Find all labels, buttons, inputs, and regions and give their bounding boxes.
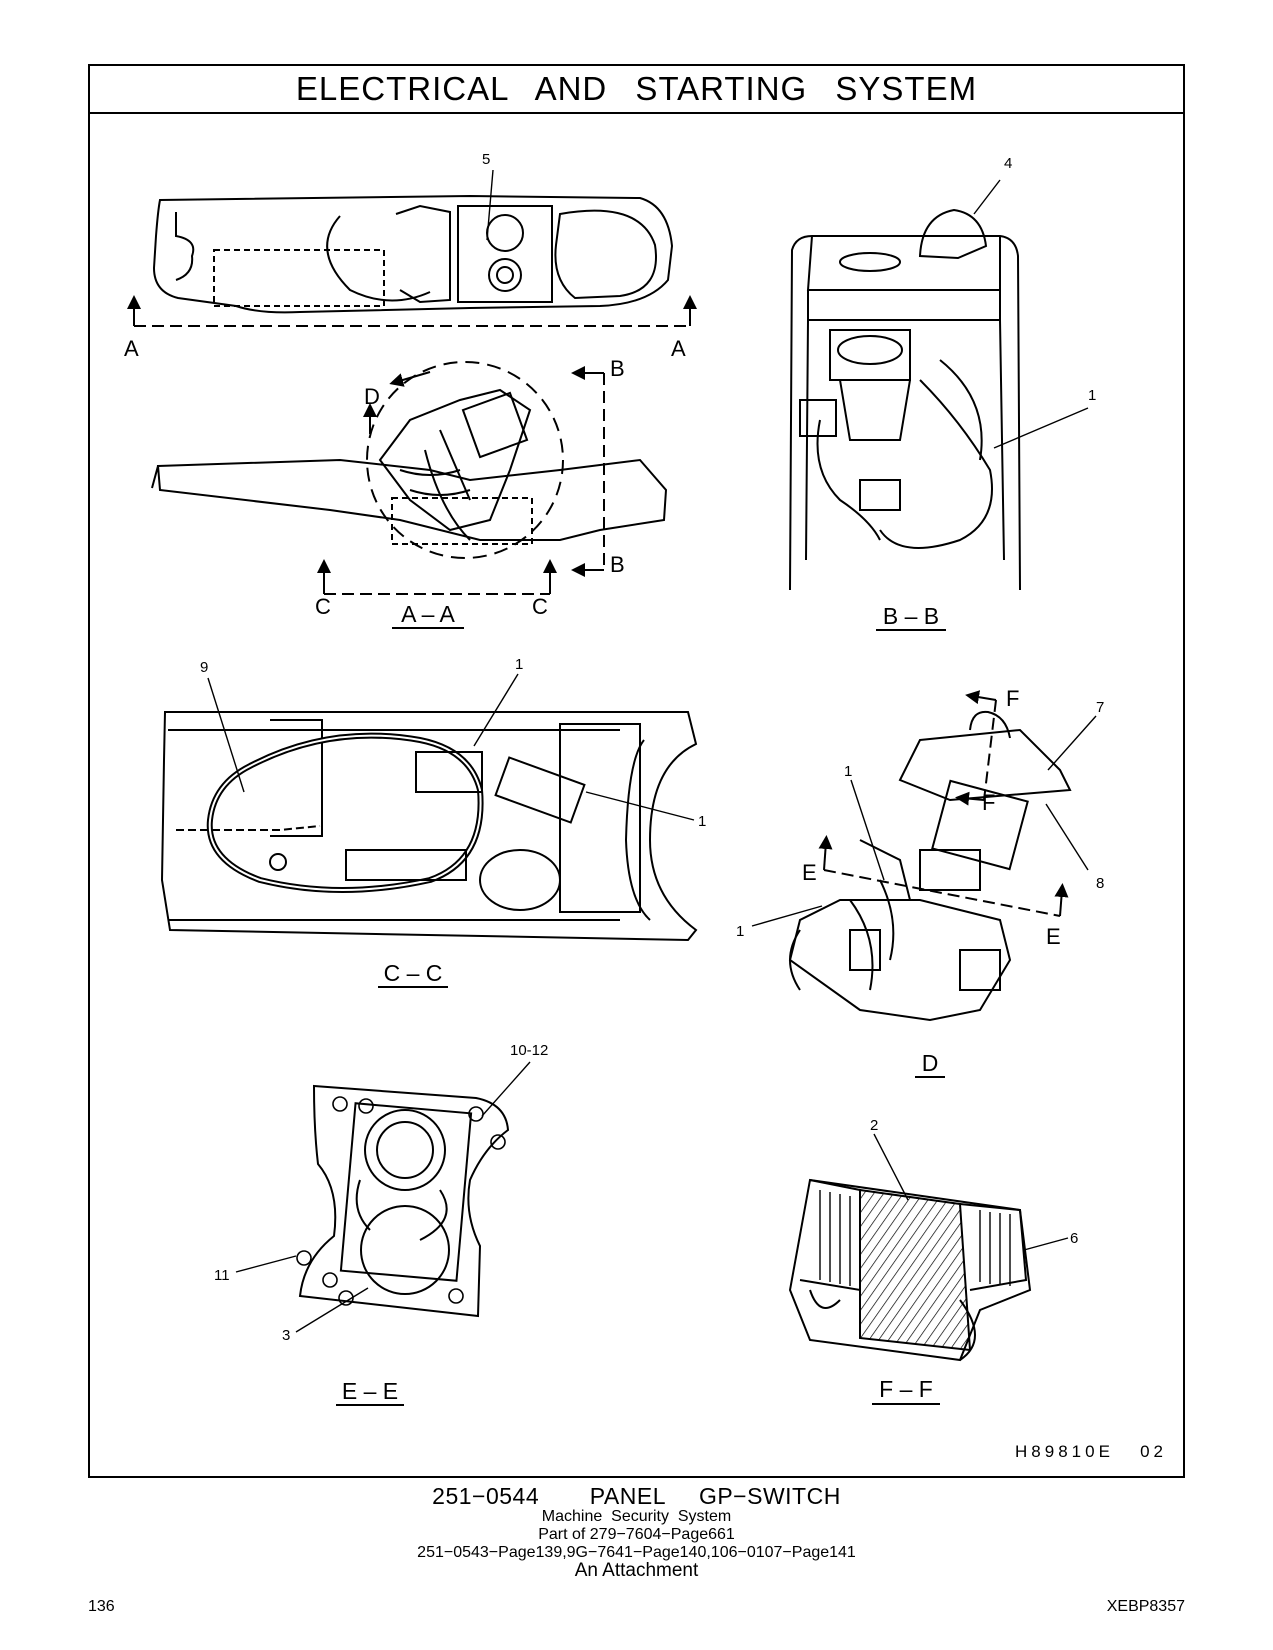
callout-10-12: 10-12 (510, 1042, 548, 1059)
page-number: 136 (88, 1598, 115, 1615)
callout-1-d-top: 1 (844, 763, 852, 780)
view-label-d: D (922, 1050, 939, 1076)
callout-11: 11 (214, 1267, 230, 1284)
drawing-frame: ELECTRICAL AND STARTING SYSTEM H89810E 0… (88, 64, 1185, 1478)
section-mark-e-left: E (802, 860, 817, 885)
view-a-a-illustration (151, 361, 668, 629)
callout-1-b-b: 1 (1088, 387, 1096, 404)
section-mark-c-right: C (532, 594, 548, 619)
view-label-a-a: A – A (401, 601, 455, 627)
caption-subtitle: Machine Security System (541, 1508, 732, 1525)
view-label-b-b: B – B (883, 603, 939, 629)
page-title: ELECTRICAL AND STARTING SYSTEM (90, 66, 1183, 114)
section-mark-d: D (364, 384, 380, 409)
top-view-console (127, 169, 697, 327)
section-mark-e-right: E (1046, 924, 1061, 949)
section-mark-f-top: F (1006, 686, 1019, 711)
document-number: XEBP8357 (1106, 1598, 1185, 1615)
view-b-b-illustration (789, 179, 1089, 631)
callout-8: 8 (1096, 875, 1104, 892)
callout-9: 9 (200, 659, 208, 676)
callout-6: 6 (1070, 1230, 1078, 1247)
view-d-illustration (751, 690, 1097, 1078)
callout-1-c-c-right: 1 (698, 813, 706, 830)
section-mark-a-right: A (671, 336, 686, 361)
view-e-e-illustration (235, 1061, 531, 1406)
caption-part-of: Part of 279−7604−Page661 (538, 1526, 735, 1543)
view-c-c-illustration (160, 673, 698, 988)
caption-note: An Attachment (574, 1560, 699, 1581)
callout-3: 3 (282, 1327, 290, 1344)
callout-5: 5 (482, 151, 490, 168)
callout-1-d-left: 1 (736, 923, 744, 940)
caption-title: 251−0544 PANEL GP−SWITCH (432, 1483, 841, 1509)
view-label-c-c: C – C (384, 960, 443, 986)
view-label-e-e: E – E (342, 1378, 398, 1404)
caption-refs: 251−0543−Page139,9G−7641−Page140,106−010… (417, 1544, 856, 1561)
callout-7: 7 (1096, 699, 1104, 716)
figure-code: H89810E 02 (1015, 1442, 1167, 1461)
callout-4: 4 (1004, 155, 1012, 172)
section-mark-a-left: A (124, 336, 139, 361)
section-mark-b-top: B (610, 356, 625, 381)
section-mark-b-bottom: B (610, 552, 625, 577)
section-mark-f-bottom: F (982, 790, 995, 815)
section-mark-c-left: C (315, 594, 331, 619)
callout-1-c-c-top: 1 (515, 656, 523, 673)
view-label-f-f: F – F (879, 1376, 933, 1402)
view-f-f-illustration (788, 1133, 1069, 1405)
callout-2: 2 (870, 1117, 878, 1134)
